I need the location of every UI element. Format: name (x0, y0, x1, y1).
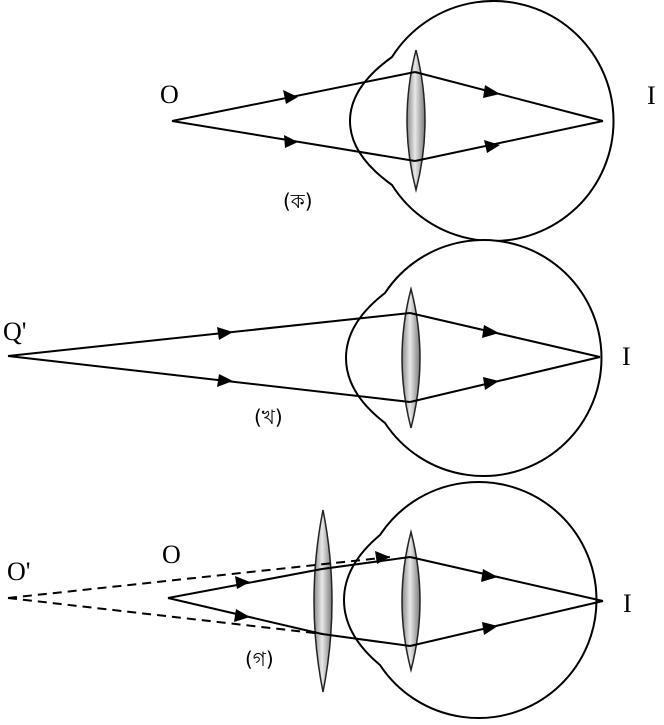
arrowhead (217, 327, 233, 340)
arrowhead (235, 576, 250, 589)
ray-upper-incident (7, 312, 411, 357)
ray-upper-inside-eye (321, 556, 411, 570)
ray-lower-incident (7, 355, 411, 403)
arrowhead (283, 90, 298, 104)
panel-a: O I (ক) (160, 0, 656, 242)
arrowhead (483, 377, 499, 390)
arrowhead (284, 135, 298, 148)
panel-c: O' O I (গ) (7, 481, 632, 719)
ray-upper-refracted (409, 312, 601, 358)
object-label: Q' (3, 317, 26, 346)
eyeball (342, 481, 598, 719)
object-label: O (162, 540, 181, 569)
arrowhead (484, 140, 500, 153)
arrowhead (234, 609, 250, 622)
eye-lens (406, 49, 426, 193)
arrowhead (482, 325, 499, 338)
corrective-convex-lens (313, 509, 333, 693)
eye-lens (401, 286, 421, 429)
image-label: I (622, 342, 631, 371)
virtual-ray-upper (7, 556, 391, 599)
arrowhead (483, 85, 500, 98)
panel-caption: (গ) (245, 647, 274, 671)
virtual-ray-lower (7, 597, 324, 635)
image-label: I (623, 589, 632, 618)
panel-caption: (ক) (283, 189, 313, 213)
arrowhead (481, 569, 498, 582)
ray-lower-refracted (409, 600, 604, 647)
panel-caption: (খ) (254, 405, 283, 429)
ray-lower-refracted (414, 120, 604, 162)
arrowhead (217, 374, 233, 387)
object-label: O (160, 80, 179, 109)
ray-upper-refracted (414, 71, 604, 122)
ray-lower-inside-eye (321, 633, 411, 647)
virtual-object-label: O' (7, 557, 30, 586)
image-label: I (647, 81, 656, 110)
eyeball (348, 0, 615, 242)
ray-upper-refracted (409, 556, 604, 602)
arrowhead (482, 622, 498, 635)
eyeball (344, 239, 603, 477)
eye-lens (401, 529, 421, 673)
ray-lower-refracted (409, 356, 601, 403)
panel-b: Q' I (খ) (3, 239, 631, 477)
arrowhead (375, 551, 390, 564)
